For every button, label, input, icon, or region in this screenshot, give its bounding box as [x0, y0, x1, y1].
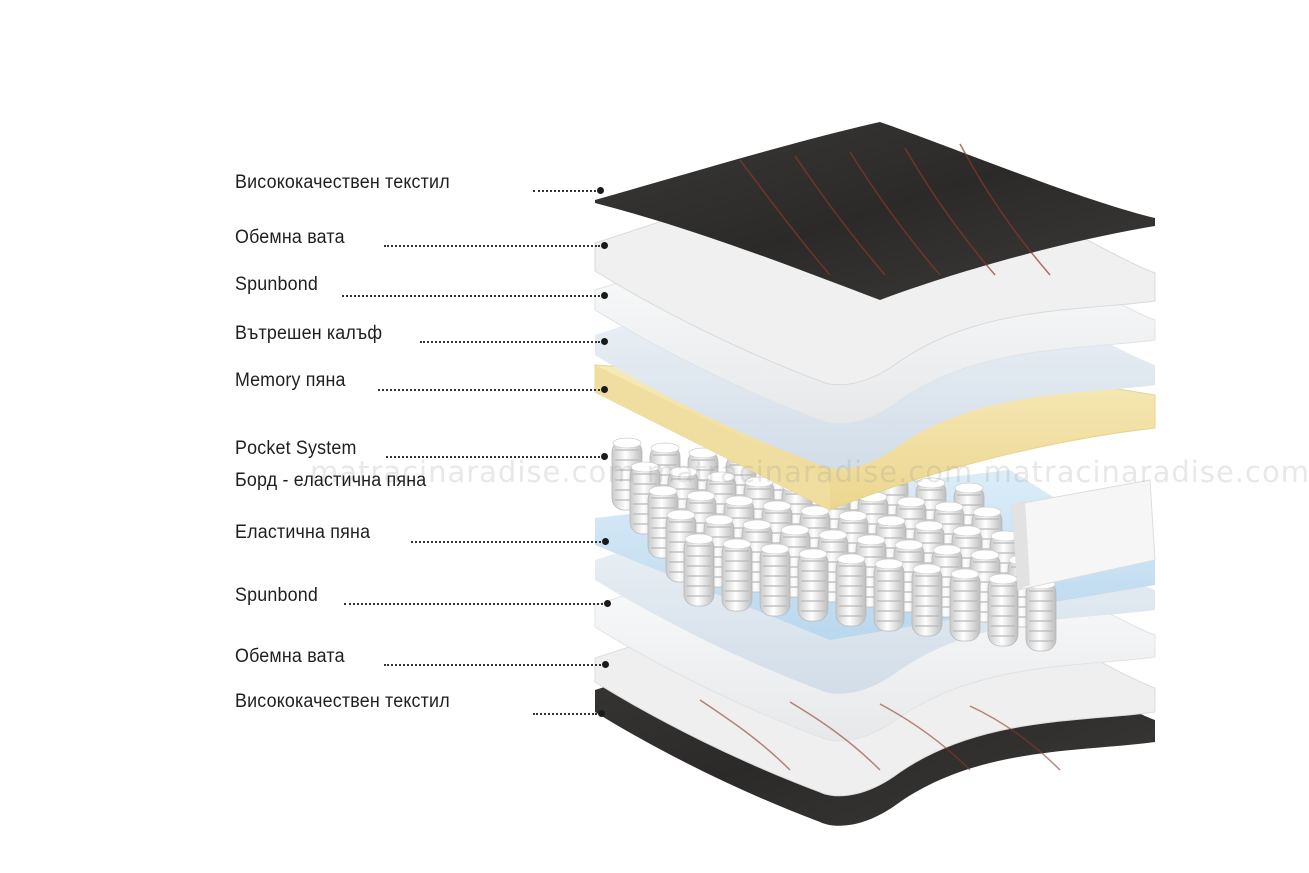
label-elastic-foam: Еластична пяна [235, 522, 370, 544]
pocket-spring [836, 554, 866, 626]
label-border-foam: Борд - еластична пяна [235, 470, 426, 492]
pocket-spring [798, 549, 828, 621]
leader-dot [598, 710, 605, 717]
watermark-text: matracinaradise.com matracinaradise.com … [310, 455, 1309, 489]
leader-dot [601, 292, 608, 299]
pocket-spring [684, 534, 714, 606]
label-bottom-wadding: Обемна вата [235, 646, 345, 668]
label-bottom-spunbond: Spunbond [235, 585, 318, 607]
leader-dot [597, 187, 604, 194]
pocket-spring [760, 544, 790, 616]
leader-dot [601, 338, 608, 345]
label-pocket-system: Pocket System [235, 438, 357, 460]
leader-line [384, 664, 601, 666]
leader-line [533, 713, 597, 715]
label-top-textile: Висококачествен текстил [235, 172, 450, 194]
pocket-spring [950, 569, 980, 641]
leader-dot [602, 661, 609, 668]
label-top-spunbond: Spunbond [235, 274, 318, 296]
leader-dot [601, 242, 608, 249]
label-inner-cover: Вътрешен калъф [235, 323, 382, 345]
leader-line [386, 456, 600, 458]
leader-dot [604, 600, 611, 607]
leader-line [342, 295, 600, 297]
leader-dot [601, 453, 608, 460]
leader-line [420, 341, 600, 343]
label-bottom-textile: Висококачествен текстил [235, 691, 450, 713]
pocket-spring [874, 559, 904, 631]
pocket-spring [988, 574, 1018, 646]
leader-dot [602, 538, 609, 545]
leader-line [344, 603, 603, 605]
label-top-wadding: Обемна вата [235, 227, 345, 249]
leader-line [533, 190, 596, 192]
pocket-spring [722, 539, 752, 611]
leader-dot [601, 386, 608, 393]
pocket-spring [1026, 579, 1056, 651]
leader-line [384, 245, 600, 247]
label-memory-foam: Memory пяна [235, 370, 346, 392]
pocket-spring [912, 564, 942, 636]
leader-line [378, 389, 600, 391]
leader-line [411, 541, 601, 543]
